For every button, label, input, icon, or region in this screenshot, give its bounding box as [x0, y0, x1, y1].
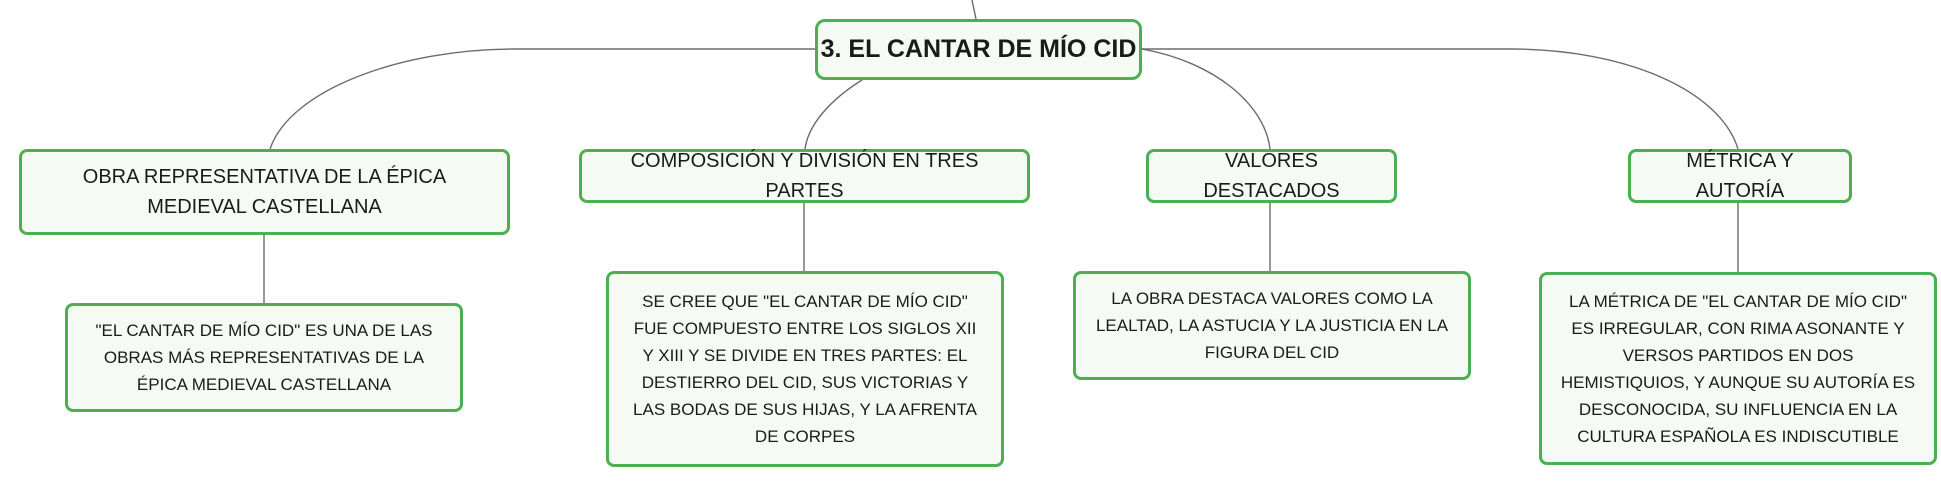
- detail-text: SE CREE QUE "EL CANTAR DE MÍO CID" FUE C…: [633, 292, 977, 446]
- connector-root-topic-3: [1141, 48, 1271, 150]
- connector-root-topic-2: [804, 79, 863, 150]
- root-label: 3. EL CANTAR DE MÍO CID: [820, 35, 1137, 63]
- topic-node-composicion[interactable]: COMPOSICIÓN Y DIVISIÓN EN TRES PARTES: [579, 149, 1030, 203]
- detail-text: "EL CANTAR DE MÍO CID" ES UNA DE LAS OBR…: [95, 321, 433, 394]
- topic-label: MÉTRICA Y AUTORÍA: [1686, 150, 1794, 202]
- topic-label: VALORES DESTACADOS: [1203, 150, 1340, 202]
- detail-text: LA MÉTRICA DE "EL CANTAR DE MÍO CID" ES …: [1560, 291, 1916, 446]
- detail-node-composicion[interactable]: SE CREE QUE "EL CANTAR DE MÍO CID" FUE C…: [606, 271, 1004, 467]
- connector-root-topic-4: [1142, 48, 1739, 150]
- topic-node-valores[interactable]: VALORES DESTACADOS: [1146, 149, 1397, 203]
- connector-parent: [971, 0, 977, 20]
- detail-text: LA OBRA DESTACA VALORES COMO LA LEALTAD,…: [1095, 289, 1449, 362]
- topic-label: OBRA REPRESENTATIVA DE LA ÉPICA MEDIEVAL…: [82, 166, 447, 218]
- detail-node-valores[interactable]: LA OBRA DESTACA VALORES COMO LA LEALTAD,…: [1073, 271, 1471, 380]
- topic-node-epica[interactable]: OBRA REPRESENTATIVA DE LA ÉPICA MEDIEVAL…: [19, 149, 510, 235]
- connector-root-topic-1: [269, 48, 815, 150]
- topic-node-metrica[interactable]: MÉTRICA Y AUTORÍA: [1628, 149, 1852, 203]
- detail-node-metrica[interactable]: LA MÉTRICA DE "EL CANTAR DE MÍO CID" ES …: [1539, 272, 1937, 465]
- root-node[interactable]: 3. EL CANTAR DE MÍO CID: [815, 19, 1142, 80]
- topic-label: COMPOSICIÓN Y DIVISIÓN EN TRES PARTES: [630, 150, 979, 202]
- detail-node-epica[interactable]: "EL CANTAR DE MÍO CID" ES UNA DE LAS OBR…: [65, 303, 463, 412]
